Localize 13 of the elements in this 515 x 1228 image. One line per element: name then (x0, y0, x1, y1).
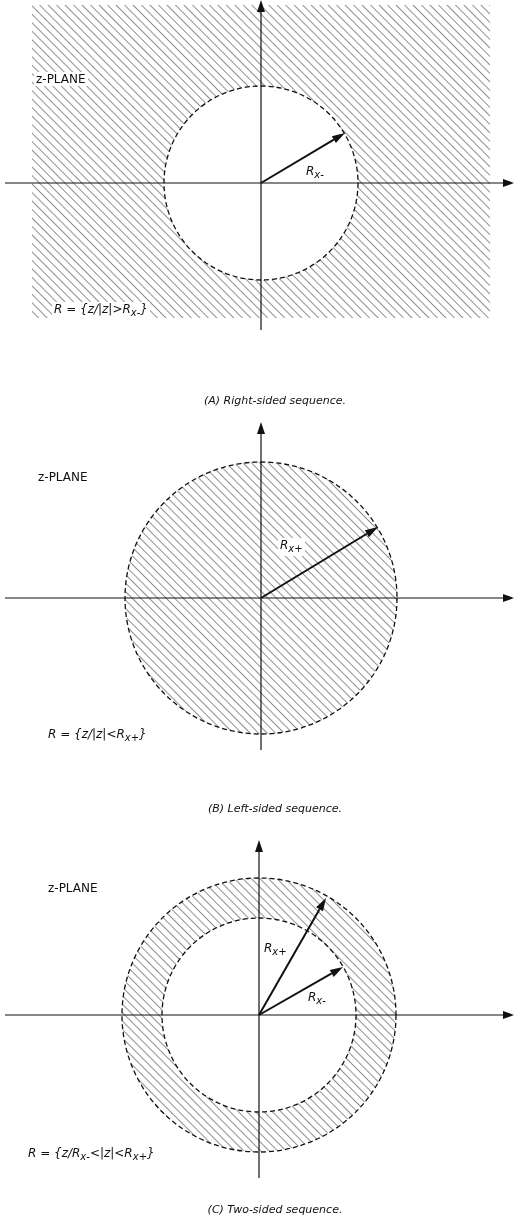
figure-caption: (B) Left-sided sequence. (207, 802, 343, 816)
figure-caption: (C) Two-sided sequence. (207, 1203, 343, 1217)
radius-label: R$_{x+}$ (264, 941, 287, 960)
region-formula: R = {z/|z|>R$_{x-}$} (52, 302, 150, 321)
radius-label: R$_{x+}$ (278, 538, 305, 557)
plane-label: z-PLANE (48, 881, 98, 895)
region-formula: R = {z/R$_{x-}$<|z|<R$_{x+}$} (28, 1146, 155, 1165)
radius-label: R$_{x-}$ (308, 990, 326, 1009)
figure-caption: (A) Right-sided sequence. (203, 394, 347, 408)
plane-label: z-PLANE (34, 72, 88, 86)
plane-label: z-PLANE (38, 470, 88, 484)
radius-label: R$_{x-}$ (306, 164, 324, 183)
region-formula: R = {z/|z|<R$_{x+}$} (48, 727, 147, 746)
